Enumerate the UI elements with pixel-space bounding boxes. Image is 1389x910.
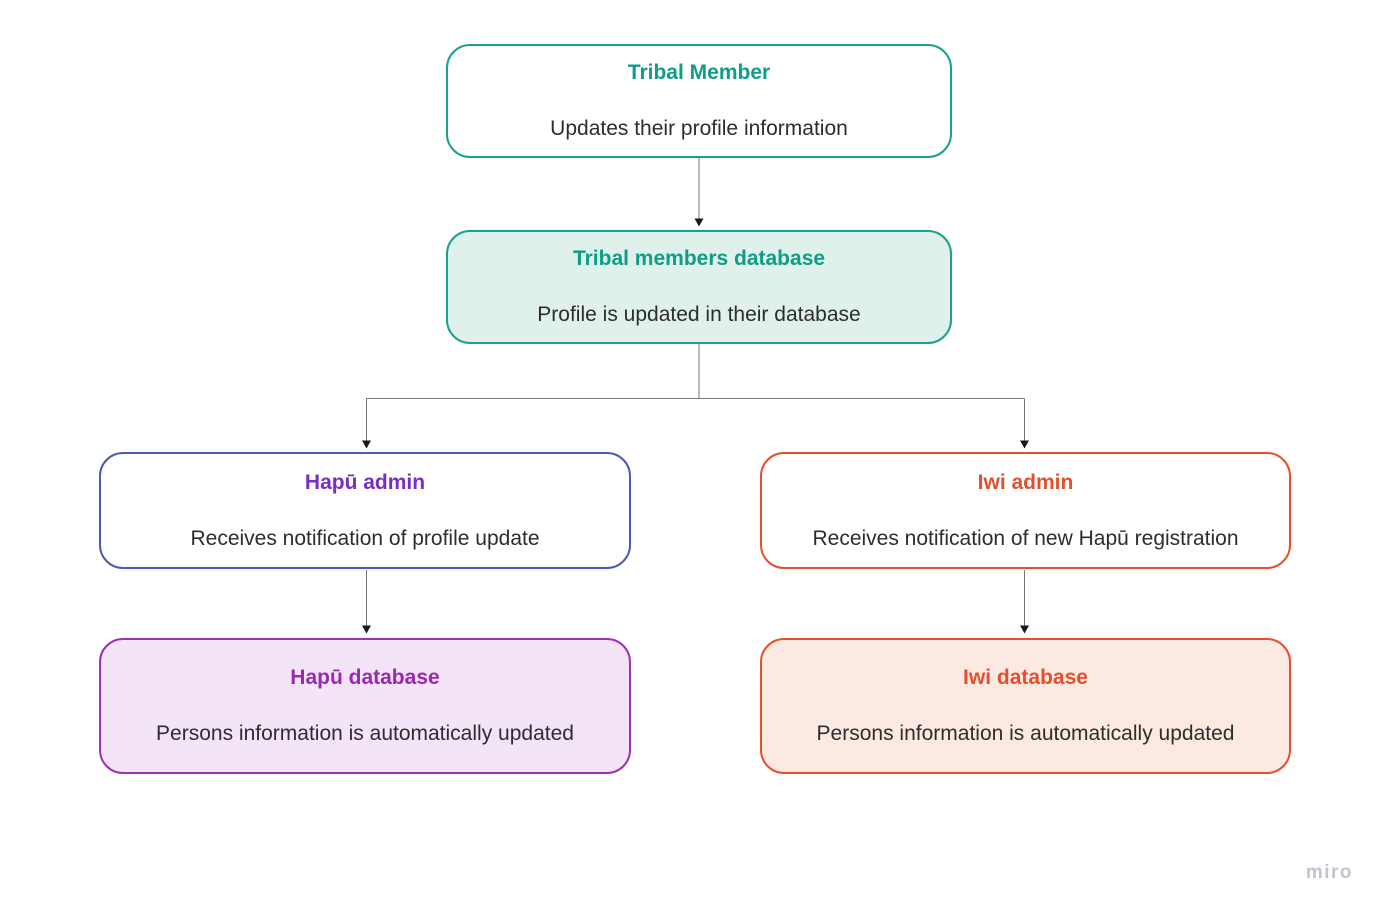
node-tribal-members-database[interactable]: Tribal members database Profile is updat… — [446, 230, 952, 344]
node-title: Tribal Member — [627, 61, 771, 84]
node-body: Receives notification of new Hapū regist… — [812, 526, 1239, 550]
node-iwi-database[interactable]: Iwi database Persons information is auto… — [760, 638, 1291, 774]
node-tribal-member[interactable]: Tribal Member Updates their profile info… — [446, 44, 952, 158]
node-body: Receives notification of profile update — [190, 526, 540, 550]
node-title: Iwi database — [963, 666, 1088, 689]
miro-watermark: miro — [1305, 862, 1353, 883]
node-title: Hapū database — [290, 666, 440, 689]
edge-database-branch — [366, 344, 1025, 399]
node-body: Persons information is automatically upd… — [156, 722, 574, 745]
node-title: Hapū admin — [304, 470, 426, 494]
node-title: Tribal members database — [572, 247, 826, 270]
node-body: Updates their profile information — [550, 117, 848, 140]
node-hapu-database[interactable]: Hapū database Persons information is aut… — [99, 638, 631, 774]
node-title: Iwi admin — [977, 470, 1074, 494]
node-iwi-admin[interactable]: Iwi admin Receives notification of new H… — [760, 452, 1291, 569]
node-body: Profile is updated in their database — [537, 303, 861, 326]
node-body: Persons information is automatically upd… — [816, 722, 1235, 745]
node-hapu-admin[interactable]: Hapū admin Receives notification of prof… — [99, 452, 631, 569]
